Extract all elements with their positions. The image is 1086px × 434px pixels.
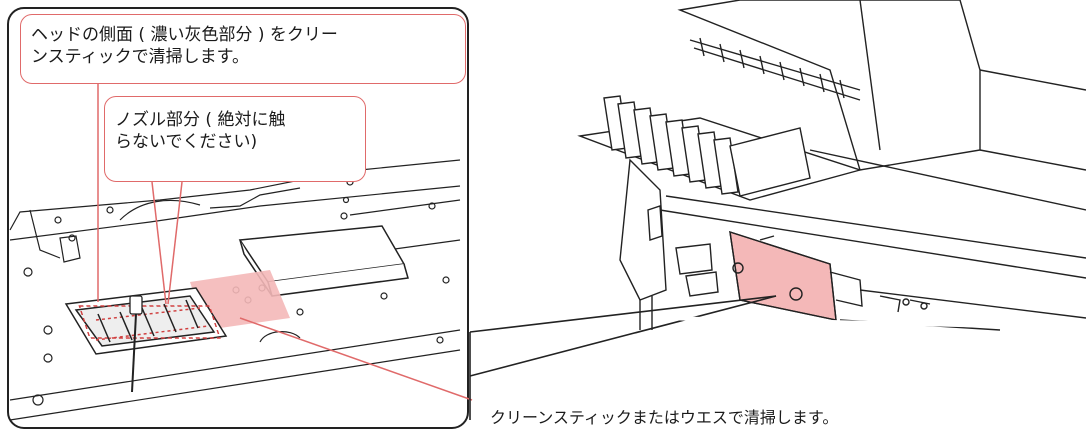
caption-cleaning: クリーンスティックまたはウエスで清掃します。 [490, 408, 839, 427]
detail-panel [7, 7, 469, 429]
side-casing [619, 158, 667, 301]
ink-cartridges [603, 95, 811, 197]
highlight-region [190, 270, 290, 330]
clean-stick [129, 295, 143, 393]
cap-block [238, 225, 409, 297]
callout-leaders [97, 84, 473, 401]
head-highlight [729, 230, 837, 321]
callout-nozzle-warning: ノズル部分 ( 絶対に触 らないでください) [104, 96, 366, 182]
detail-frame [7, 7, 469, 429]
machine-view [577, 0, 1086, 331]
head-tray [64, 287, 228, 355]
callout-head-side: ヘッドの側面 ( 濃い灰色部分 ) をクリー ンスティックで清掃します。 [20, 14, 466, 84]
print-head [729, 230, 863, 321]
lower-parts [879, 295, 931, 313]
zoom-lines [469, 295, 1086, 420]
holder-ribs [689, 37, 861, 101]
machine-body [677, 0, 981, 171]
